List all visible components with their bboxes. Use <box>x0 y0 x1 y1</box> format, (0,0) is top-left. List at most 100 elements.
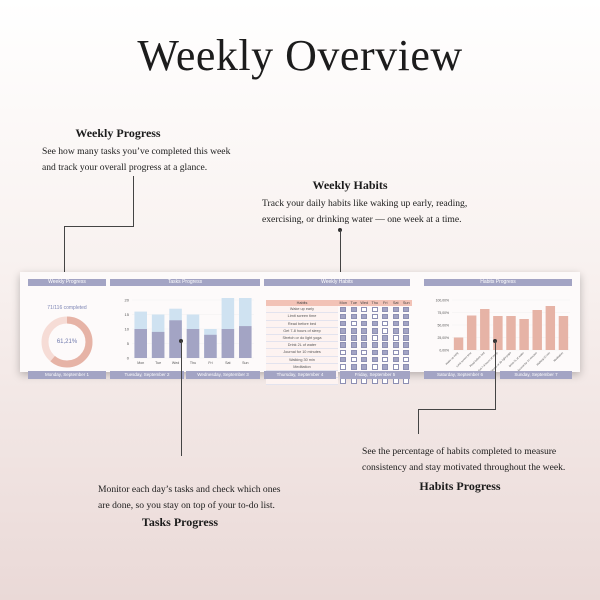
habit-checkbox[interactable] <box>382 306 389 313</box>
habit-checkbox[interactable] <box>392 306 399 313</box>
weekly-habits-footer-left: Thursday, September 4 <box>264 371 336 379</box>
habit-checkbox[interactable] <box>392 320 399 327</box>
habit-checkbox[interactable] <box>340 313 347 320</box>
habit-checkbox[interactable] <box>350 378 357 384</box>
habit-checkbox[interactable] <box>403 320 410 327</box>
x-tick-label: Sun <box>242 361 248 365</box>
habit-checkbox[interactable] <box>371 363 378 370</box>
habit-checkbox[interactable] <box>371 313 378 320</box>
bar-completed <box>151 331 165 358</box>
habit-checkbox[interactable] <box>382 313 389 320</box>
habit-checkbox[interactable] <box>361 320 368 327</box>
habit-checkbox[interactable] <box>403 335 410 341</box>
habit-checkbox[interactable] <box>350 342 357 349</box>
habit-checkbox[interactable] <box>350 328 357 334</box>
y-tick-label: 25,00% <box>438 336 450 340</box>
habit-checkbox[interactable] <box>392 335 399 341</box>
habit-checkbox[interactable] <box>392 363 399 370</box>
habit-checkbox[interactable] <box>382 349 389 356</box>
habit-checkbox[interactable] <box>403 342 410 349</box>
habit-checkbox[interactable] <box>340 342 347 349</box>
habit-checkbox[interactable] <box>361 306 368 313</box>
habit-checkbox[interactable] <box>340 335 347 341</box>
habits-progress-chart: 100,00%75,00%50,00%25,00%0,00%Wake up ea… <box>436 298 570 371</box>
habit-checkbox[interactable] <box>371 378 378 384</box>
habit-checkbox[interactable] <box>392 349 399 356</box>
habit-checkbox[interactable] <box>382 363 389 370</box>
habit-checkbox[interactable] <box>350 363 357 370</box>
habit-check-cell <box>401 320 412 327</box>
habit-checkbox[interactable] <box>361 313 368 320</box>
bar-completed <box>169 320 182 358</box>
habit-check-cell <box>370 313 381 320</box>
habit-checkbox[interactable] <box>340 356 347 363</box>
habit-checkbox[interactable] <box>382 335 389 341</box>
habit-name: Meditation <box>266 363 338 371</box>
habit-checkbox[interactable] <box>340 349 347 356</box>
habit-name: Get 7-8 hours of sleep <box>266 327 338 335</box>
habit-checkbox[interactable] <box>361 378 368 384</box>
habit-checkbox[interactable] <box>361 335 368 341</box>
habit-row: Walking 30 min <box>266 356 412 364</box>
habit-checkbox[interactable] <box>371 335 378 341</box>
habit-check-cell <box>370 306 381 313</box>
habit-checkbox[interactable] <box>392 328 399 334</box>
habit-checkbox[interactable] <box>371 328 378 334</box>
habit-checkbox[interactable] <box>403 356 410 363</box>
habit-row: Journal for 10 minutes <box>266 348 412 357</box>
habit-checkbox[interactable] <box>340 363 347 370</box>
habit-checkbox[interactable] <box>350 349 357 356</box>
habit-checkbox[interactable] <box>382 320 389 327</box>
habit-checkbox[interactable] <box>350 313 357 320</box>
habit-checkbox[interactable] <box>392 356 399 363</box>
habit-checkbox[interactable] <box>361 328 368 334</box>
habit-checkbox[interactable] <box>382 356 389 363</box>
habit-checkbox[interactable] <box>371 356 378 363</box>
habit-checkbox[interactable] <box>350 356 357 363</box>
habit-checkbox[interactable] <box>350 335 357 341</box>
habit-checkbox[interactable] <box>382 342 389 349</box>
habit-checkbox[interactable] <box>350 306 357 313</box>
habit-checkbox[interactable] <box>392 342 399 349</box>
habit-check-cell <box>391 306 402 313</box>
habit-checkbox[interactable] <box>392 313 399 320</box>
habit-checkbox[interactable] <box>403 306 410 313</box>
habit-check-cell <box>401 334 412 341</box>
habit-checkbox[interactable] <box>371 349 378 356</box>
habit-checkbox[interactable] <box>392 378 399 384</box>
habit-checkbox[interactable] <box>382 378 389 384</box>
tasks-progress-header: Tasks Progress <box>110 279 260 286</box>
habit-checkbox[interactable] <box>403 378 410 384</box>
habit-check-cell <box>391 320 402 327</box>
habit-checkbox[interactable] <box>403 313 410 320</box>
connector-line <box>495 341 496 409</box>
habit-checkbox[interactable] <box>371 306 378 313</box>
tasks-progress-footer-right: Wednesday, September 3 <box>186 371 260 379</box>
habit-checkbox[interactable] <box>340 306 347 313</box>
habit-checkbox[interactable] <box>403 328 410 334</box>
habit-checkbox[interactable] <box>361 363 368 370</box>
weekly-progress-text-line: and track your overall progress at a gla… <box>42 162 208 173</box>
habit-row: Read before bed <box>266 320 412 328</box>
habit-checkbox[interactable] <box>403 363 410 370</box>
habit-checkbox[interactable] <box>361 349 368 356</box>
habit-checkbox[interactable] <box>340 378 347 384</box>
connector-line <box>133 176 134 226</box>
habit-checkbox[interactable] <box>350 320 357 327</box>
habit-checkbox[interactable] <box>340 320 347 327</box>
habit-check-cell <box>359 349 370 356</box>
habit-checkbox[interactable] <box>403 349 410 356</box>
habit-checkbox[interactable] <box>361 342 368 349</box>
habit-check-cell <box>359 306 370 313</box>
y-tick-label: 0,00% <box>439 348 449 352</box>
habit-row: Stretch or do light yoga <box>266 334 412 343</box>
y-tick-label: 10 <box>125 327 130 332</box>
habit-checkbox[interactable] <box>371 342 378 349</box>
x-tick-label: Stretch or do light yoga <box>489 351 512 371</box>
habit-checkbox[interactable] <box>382 328 389 334</box>
habit-checkbox[interactable] <box>361 356 368 363</box>
habit-checkbox[interactable] <box>340 328 347 334</box>
habit-bar <box>506 316 516 350</box>
habit-checkbox[interactable] <box>371 320 378 327</box>
